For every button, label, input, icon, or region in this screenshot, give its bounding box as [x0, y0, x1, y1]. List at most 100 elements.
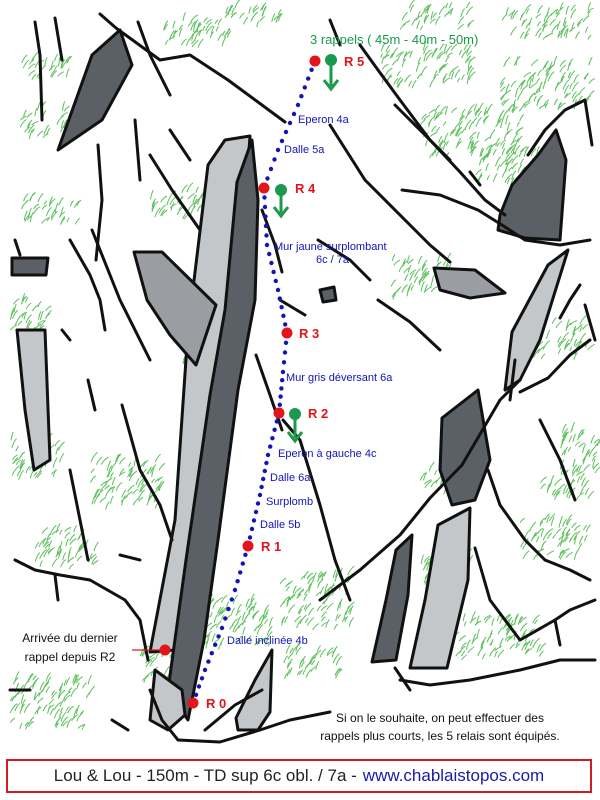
grass-stroke — [33, 206, 41, 215]
grass-stroke — [258, 614, 264, 622]
grass-stroke — [197, 22, 202, 28]
grass-stroke — [557, 340, 563, 347]
grass-stroke — [434, 104, 440, 112]
grass-stroke — [60, 559, 66, 568]
grass-stroke — [68, 563, 75, 570]
grass-stroke — [151, 204, 156, 213]
grass-stroke — [100, 456, 109, 465]
route-dot — [278, 394, 283, 399]
rappel-arrow-r4 — [272, 184, 290, 219]
grass-stroke — [74, 674, 78, 684]
route-dot — [287, 120, 293, 126]
grass-stroke — [68, 687, 73, 693]
grass-stroke — [546, 515, 550, 523]
grass-stroke — [507, 173, 513, 179]
grass-stroke — [190, 205, 196, 215]
grass-stroke — [46, 127, 51, 136]
grass-stroke — [294, 615, 302, 623]
grass-stroke — [345, 605, 350, 615]
grass-stroke — [563, 27, 569, 37]
grass-stroke — [462, 613, 466, 622]
grass-stroke — [311, 659, 316, 666]
grass-stroke — [21, 293, 26, 302]
grass-stroke — [461, 128, 467, 133]
grass-stroke — [150, 189, 154, 200]
grass-stroke — [20, 295, 28, 305]
grass-stroke — [434, 70, 438, 77]
route-dot — [264, 460, 269, 466]
grass-stroke — [191, 30, 196, 41]
grass-stroke — [34, 107, 38, 117]
grass-stroke — [277, 9, 282, 16]
grass-stroke — [25, 302, 32, 310]
grass-stroke — [398, 262, 406, 273]
route-dot — [247, 535, 253, 540]
grass-stroke — [70, 687, 77, 697]
grass-stroke — [583, 463, 591, 472]
grass-stroke — [163, 20, 169, 31]
route-dot — [268, 166, 274, 172]
grass-stroke — [294, 587, 302, 594]
pitch-label: Dalle 5b — [260, 519, 300, 531]
grass-stroke — [518, 79, 526, 88]
grass-stroke — [43, 200, 48, 205]
grass-stroke — [11, 438, 17, 449]
grass-stroke — [461, 650, 466, 657]
grass-stroke — [403, 51, 408, 61]
grass-stroke — [51, 557, 58, 567]
grass-stroke — [477, 647, 484, 657]
grass-stroke — [160, 195, 168, 203]
grass-stroke — [47, 676, 51, 684]
grass-stroke — [55, 523, 61, 533]
grass-stroke — [299, 659, 303, 669]
grass-stroke — [455, 126, 461, 137]
grass-stroke — [518, 148, 525, 157]
grass-stroke — [260, 615, 268, 624]
grass-stroke — [557, 102, 562, 111]
grass-stroke — [250, 11, 259, 22]
grass-stroke — [28, 124, 35, 134]
grass-stroke — [235, 609, 241, 616]
grass-stroke — [569, 320, 577, 326]
route-dot — [275, 147, 281, 153]
route-dot — [280, 369, 286, 375]
grass-stroke — [530, 147, 537, 157]
grass-stroke — [420, 281, 425, 292]
route-dot — [202, 667, 208, 673]
grass-stroke — [560, 25, 569, 32]
grass-stroke — [511, 162, 518, 170]
grass-stroke — [265, 637, 270, 645]
grass-stroke — [23, 193, 29, 202]
grass-stroke — [573, 530, 581, 541]
grass-stroke — [571, 81, 579, 92]
grass-stroke — [335, 655, 342, 666]
grass-stroke — [487, 145, 493, 154]
grass-stroke — [573, 338, 578, 346]
grass-stroke — [496, 164, 501, 171]
route-dot — [240, 561, 245, 566]
grass-stroke — [505, 114, 509, 125]
grass-stroke — [445, 140, 449, 146]
grass-stroke — [540, 528, 545, 537]
grass-stroke — [467, 646, 475, 654]
grass-stroke — [75, 676, 84, 684]
grass-stroke — [151, 488, 160, 497]
grass-stroke — [273, 15, 279, 21]
grass-stroke — [495, 120, 502, 128]
grass-stroke — [534, 619, 538, 625]
grass-stroke — [209, 623, 217, 631]
route-dot — [267, 251, 272, 257]
grass-stroke — [446, 52, 453, 58]
grass-stroke — [509, 103, 516, 109]
grass-stroke — [442, 76, 446, 83]
grass-stroke — [279, 577, 287, 585]
grass-stroke — [566, 319, 570, 329]
grass-stroke — [110, 463, 116, 471]
grass-stroke — [160, 208, 166, 217]
grass-stroke — [525, 647, 533, 654]
grass-stroke — [524, 640, 531, 651]
grass-stroke — [430, 479, 438, 488]
site-link[interactable]: www.chablaistopos.com — [362, 766, 545, 785]
grass-stroke — [396, 80, 403, 88]
grass-stroke — [48, 699, 55, 705]
